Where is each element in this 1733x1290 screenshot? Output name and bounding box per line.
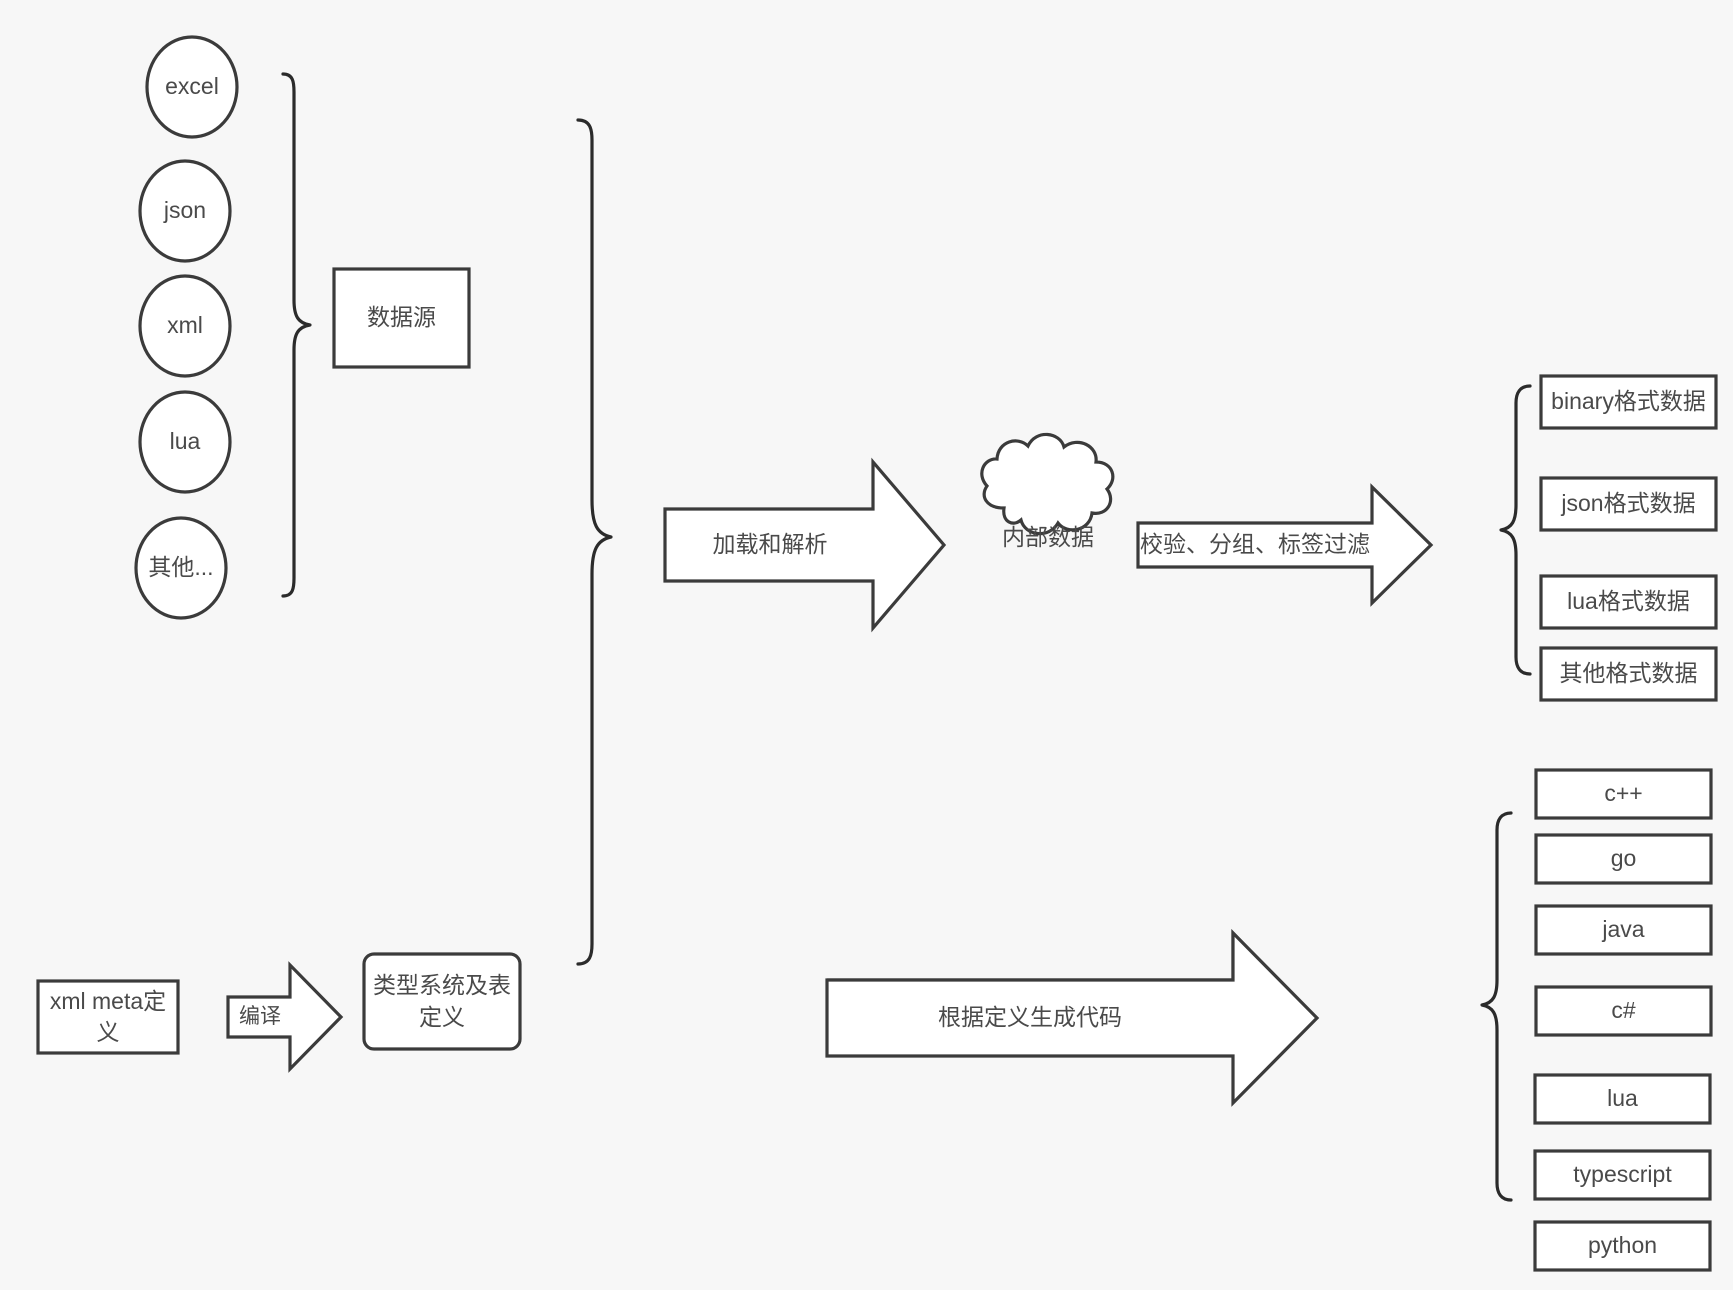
output-box-json-shape[interactable] <box>1539 476 1718 532</box>
sources-brace <box>281 72 312 598</box>
source-node-excel-shape[interactable] <box>145 35 239 139</box>
compile-arrow-shape[interactable] <box>226 961 344 1073</box>
output-box-lua-shape[interactable] <box>1539 574 1718 630</box>
language-box-java-shape[interactable] <box>1534 904 1713 956</box>
language-box-go-shape[interactable] <box>1534 833 1713 885</box>
language-box-python-shape[interactable] <box>1533 1220 1712 1272</box>
output-box-other-shape[interactable] <box>1539 646 1718 702</box>
type-system-box-shape[interactable] <box>362 952 522 1051</box>
source-node-lua-shape[interactable] <box>138 390 232 494</box>
language-box-csharp-shape[interactable] <box>1534 985 1713 1037</box>
output-formats-brace <box>1499 384 1532 676</box>
language-box-typescript-shape[interactable] <box>1533 1149 1712 1201</box>
source-node-other-shape[interactable] <box>134 516 228 620</box>
pipeline-input-brace <box>576 118 613 966</box>
language-box-lua-shape[interactable] <box>1533 1073 1712 1125</box>
xml-meta-box-shape[interactable] <box>36 979 180 1055</box>
codegen-arrow-body[interactable] <box>825 929 1320 1107</box>
validate-group-filter-arrow-shape[interactable] <box>1136 483 1434 607</box>
source-node-json-shape[interactable] <box>138 159 232 263</box>
source-node-xml-shape[interactable] <box>138 274 232 378</box>
languages-brace <box>1480 811 1513 1202</box>
load-parse-arrow-shape[interactable] <box>663 457 947 633</box>
language-box-cpp-shape[interactable] <box>1534 768 1713 820</box>
output-box-binary-shape[interactable] <box>1539 374 1718 430</box>
data-source-box-shape[interactable] <box>332 267 471 369</box>
internal-data-cloud-shape[interactable] <box>980 432 1115 536</box>
